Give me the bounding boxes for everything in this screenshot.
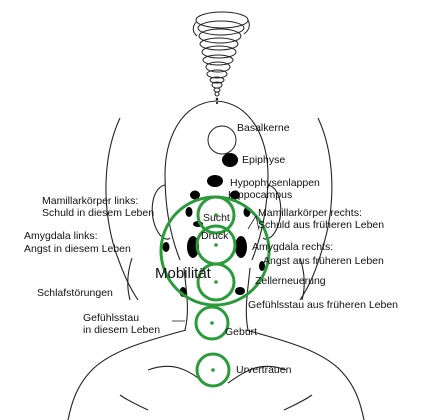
label-hippocampus: Hippocampus: [228, 189, 292, 201]
label-urvertrauen: Urvertrauen: [236, 364, 292, 376]
label-amygdala-rechts-1: Amygdala rechts:: [252, 241, 333, 253]
label-mamillar-rechts-2: Schuld aus früheren Leben: [258, 219, 384, 231]
spiral-dot: [216, 102, 218, 104]
label-amygdala-rechts-2: Angst aus früheren Leben: [263, 255, 384, 267]
amygdala-right-blob: [235, 236, 247, 258]
mamillar-left-dot: [186, 207, 193, 217]
spiral-dot: [216, 98, 219, 101]
spiral-icon: [193, 12, 249, 96]
label-gefuehlsstau-diesem-2: in diesem Leben: [83, 324, 160, 336]
zellerneuerung-dot: [235, 287, 245, 295]
label-gefuehlsstau-frueher: Gefühlsstau aus früheren Leben: [248, 299, 398, 311]
label-mamillar-links-2: Schuld in diesem Leben: [42, 207, 154, 219]
basalkerne-circle: [208, 126, 236, 154]
label-druck: Druck: [201, 230, 229, 242]
chakra-rings: [161, 197, 269, 386]
hypophyse-dot: [207, 175, 223, 187]
label-mobilitaet: Mobilität: [155, 265, 212, 282]
label-schlafstoerungen: Schlafstörungen: [37, 287, 113, 299]
label-zellerneuerung: Zellerneuerung: [255, 275, 326, 287]
label-sucht: Sucht: [203, 212, 230, 224]
label-gefuehlsstau-diesem-1: Gefühlsstau: [83, 312, 139, 324]
label-epiphyse: Epiphyse: [242, 154, 285, 166]
label-hypophysenlappen: Hypophysenlappen: [230, 177, 320, 189]
label-amygdala-links-2: Angst in diesem Leben: [24, 243, 131, 255]
epiphyse-dot: [222, 153, 238, 167]
label-basalkerne: Basalkerne: [237, 122, 290, 134]
label-geburt: Geburt: [225, 326, 257, 338]
amygdala-left-outer-dot: [163, 242, 170, 252]
label-amygdala-links-1: Amygdala links:: [24, 230, 98, 242]
label-mamillar-rechts-1: Mamillarkörper rechts:: [258, 207, 362, 219]
label-mamillar-links-1: Mamillarkörper links:: [42, 195, 138, 207]
